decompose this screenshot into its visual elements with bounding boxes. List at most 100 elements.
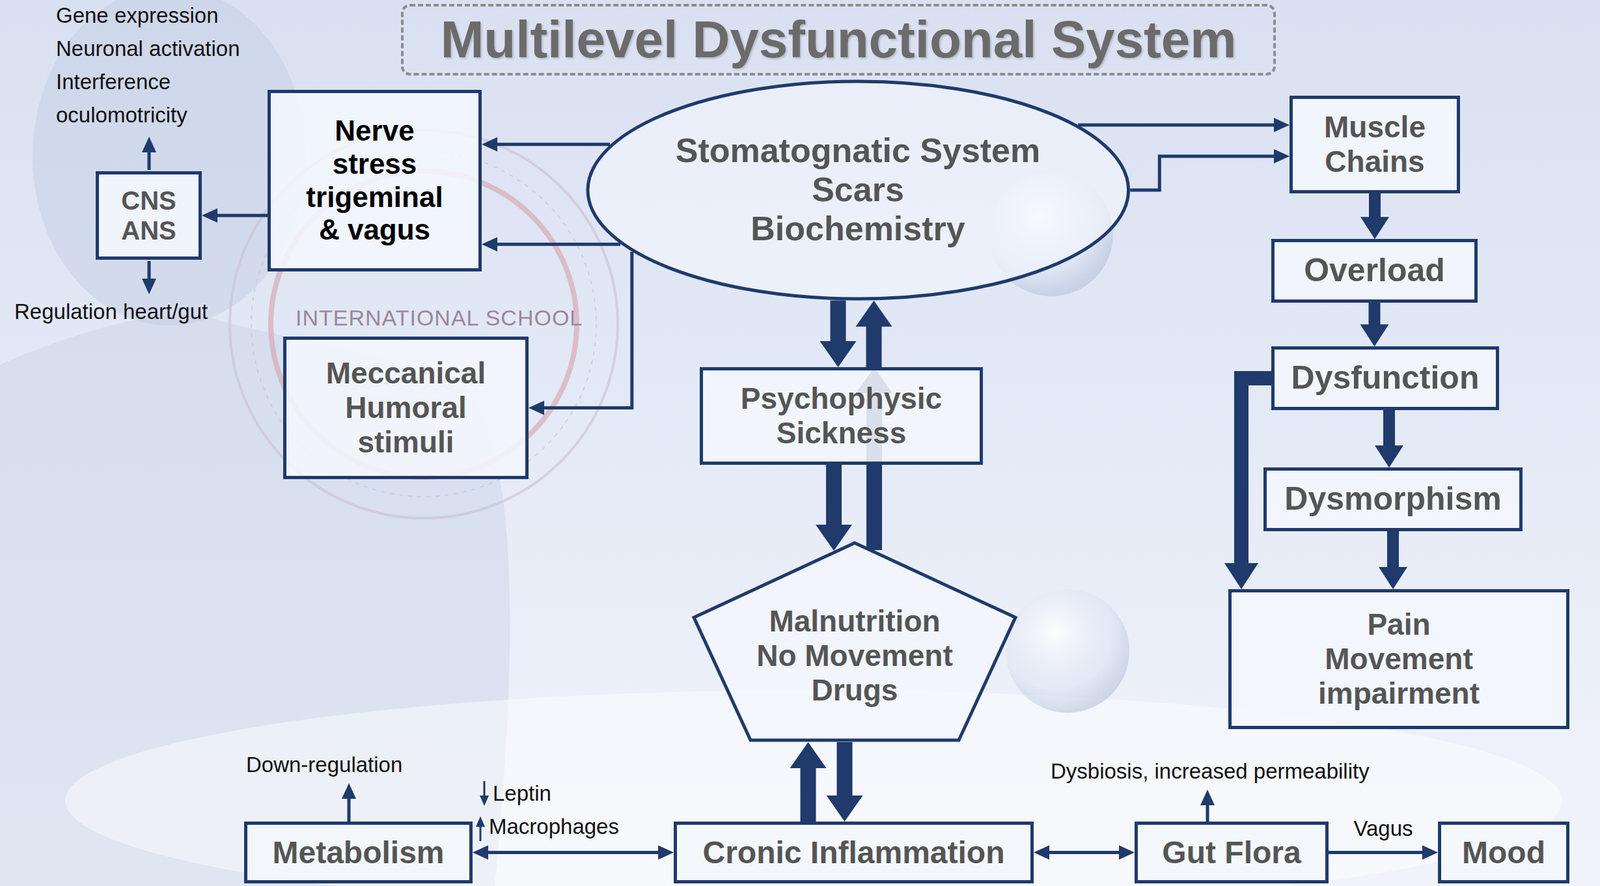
arrowhead <box>826 795 864 822</box>
connector <box>481 137 610 152</box>
effect-note: Macrophages <box>488 813 620 840</box>
connector <box>1328 845 1438 860</box>
node-text: ANS <box>121 215 176 246</box>
effect-note: Gene expression <box>55 2 219 29</box>
effect-note: Interference <box>55 68 171 96</box>
process-box: Dysmorphism <box>1263 467 1523 532</box>
connector-line <box>1077 123 1276 127</box>
up-arrow-symbol <box>479 825 482 842</box>
connector <box>820 300 857 368</box>
node-text: Drugs <box>811 673 899 708</box>
arrowhead <box>472 845 489 860</box>
process-box: CNSANS <box>95 171 202 260</box>
pentagon-outline <box>693 542 1016 741</box>
connector-line <box>496 142 610 146</box>
leader-arrowhead <box>141 136 157 153</box>
ellipse-node: Stomatognatic SystemScarsBiochemistry <box>585 79 1131 301</box>
arrowhead <box>1378 566 1408 590</box>
connector <box>1130 149 1290 191</box>
node-text: Dysmorphism <box>1284 480 1502 519</box>
effect-note: Neuronal activation <box>55 35 241 62</box>
node-text: Nerve stress trigeminal & vagus <box>293 114 457 247</box>
leader-line <box>347 797 351 824</box>
effect-note: Regulation heart/gut <box>14 298 208 325</box>
leader-arrowhead <box>1200 789 1215 806</box>
node-text: Psychophysic Sickness <box>717 381 965 451</box>
node-text: Metabolism <box>272 834 444 871</box>
connector <box>826 742 864 822</box>
connector <box>1360 302 1390 347</box>
water-drop <box>1005 589 1130 713</box>
connector-line <box>866 325 883 368</box>
arrowhead <box>1033 845 1050 860</box>
process-box: Metabolism <box>244 821 473 884</box>
arrowhead <box>481 236 498 252</box>
arrowhead <box>820 341 857 368</box>
arrowhead <box>1224 563 1259 590</box>
connector-line <box>1383 410 1395 448</box>
down-arrow-symbol <box>483 781 486 797</box>
connector <box>201 208 268 223</box>
arrowhead <box>1422 845 1438 860</box>
node-text: No Movement <box>756 638 953 674</box>
arrowhead <box>481 137 498 152</box>
pentagon-node: MalnutritionNo MovementDrugs <box>691 540 1018 743</box>
process-box: Gut Flora <box>1134 821 1329 884</box>
effect-note: Down-regulation <box>246 751 403 778</box>
arrowhead <box>1374 445 1404 468</box>
arrowhead <box>1118 845 1135 860</box>
leader-line <box>147 261 152 280</box>
process-box: Psychophysic Sickness <box>699 367 983 465</box>
node-text: Malnutrition <box>768 604 940 639</box>
process-box: Muscle Chains <box>1289 95 1461 194</box>
effect-note: Leptin <box>492 780 552 807</box>
node-text: Meccanical Humoral stimuli <box>301 356 511 460</box>
node-text: Dysfunction <box>1291 359 1480 398</box>
connector <box>815 464 853 551</box>
arrowhead <box>658 845 674 860</box>
connector-line <box>216 214 268 218</box>
connector-line <box>486 850 660 855</box>
connector-line <box>1048 850 1121 855</box>
node-text: Overload <box>1303 251 1446 290</box>
connector <box>1077 117 1290 133</box>
connector <box>1033 845 1135 860</box>
process-box: Mood <box>1437 821 1570 884</box>
connector <box>481 236 621 252</box>
arrowhead <box>1273 149 1290 164</box>
node-text: Muscle Chains <box>1307 110 1442 180</box>
leader-line <box>1206 803 1210 824</box>
node-text: Mood <box>1462 834 1546 871</box>
arrowhead <box>790 742 827 769</box>
connector <box>790 742 827 822</box>
up-arrow-symbol <box>475 816 485 827</box>
effect-note: Dysbiosis, increased permeability <box>1050 758 1370 785</box>
process-box: Nerve stress trigeminal & vagus <box>267 89 482 272</box>
diagram-title: Multilevel Dysfunctional System <box>400 3 1276 76</box>
connector-line <box>1368 302 1381 327</box>
connector-label: Vagus <box>1353 815 1413 842</box>
process-box: Dysfunction <box>1271 346 1500 411</box>
node-text: CNS <box>121 185 176 216</box>
watermark: INTERNATIONAL SCHOOL <box>295 304 583 332</box>
connector-line <box>837 742 853 797</box>
node-text: Cronic Inflammation <box>702 834 1005 871</box>
process-box: Overload <box>1271 238 1478 303</box>
down-arrow-symbol <box>479 795 489 806</box>
connector-line <box>800 766 817 822</box>
leader-line <box>147 151 152 170</box>
node-text: Gut Flora <box>1161 834 1301 871</box>
leader-arrowhead <box>341 783 357 799</box>
effect-note: oculomotricity <box>55 102 188 129</box>
arrowhead <box>1360 324 1390 347</box>
connector-line <box>1368 193 1381 219</box>
connector-line <box>1328 850 1424 855</box>
arrowhead <box>1273 117 1290 133</box>
connector <box>472 845 674 860</box>
connector <box>1360 193 1390 239</box>
arrowhead <box>201 208 218 223</box>
head-silhouette <box>32 0 306 326</box>
node-text: Pain Movement impairment <box>1301 607 1497 711</box>
arrowhead <box>528 400 545 416</box>
process-box: Cronic Inflammation <box>673 821 1034 884</box>
